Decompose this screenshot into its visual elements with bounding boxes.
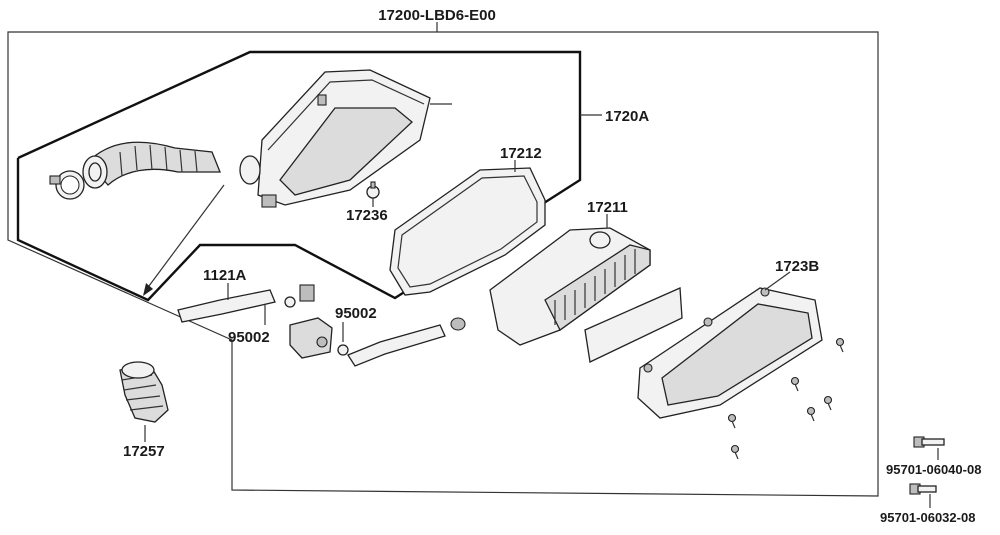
bolt-a xyxy=(913,436,945,448)
screw-icon xyxy=(790,376,800,392)
hose-clamp xyxy=(49,170,85,200)
air-cleaner-case xyxy=(239,69,452,208)
tube-arrow-line xyxy=(145,184,225,291)
cover-screws xyxy=(727,337,845,460)
assembly-frame xyxy=(7,31,879,497)
duct-label: 17257 xyxy=(123,443,165,460)
clip-right-label: 95002 xyxy=(335,305,377,322)
drain-tube xyxy=(177,289,276,323)
screw-17236-part xyxy=(366,181,380,199)
tube-label: 1121A xyxy=(203,267,247,284)
air-cleaner-cover xyxy=(637,287,823,419)
element-seal xyxy=(389,167,546,296)
assembly-number-label: 17200-LBD6-E00 xyxy=(378,7,496,24)
screw-icon xyxy=(823,395,833,411)
screw-icon xyxy=(730,444,740,460)
screw-17236-label: 17236 xyxy=(346,207,388,224)
case-subassembly-outline xyxy=(16,50,582,302)
element-label: 17211 xyxy=(587,199,628,216)
case-assy-label: 1720A xyxy=(605,108,649,125)
screw-icon xyxy=(727,413,737,429)
filter-element xyxy=(489,227,651,346)
bolt-a-label: 95701-06040-08 xyxy=(886,462,981,477)
inlet-hose xyxy=(82,141,221,189)
screw-icon xyxy=(806,406,816,422)
clip-left-label: 95002 xyxy=(228,329,270,346)
intake-duct xyxy=(119,361,169,423)
drain-chamber xyxy=(284,284,333,359)
element-pad xyxy=(584,287,683,363)
screw-icon xyxy=(835,337,845,353)
drain-plug xyxy=(450,317,466,331)
element-seal-label: 17212 xyxy=(500,145,542,162)
cover-leader xyxy=(764,271,791,291)
cover-label: 1723B xyxy=(775,258,819,275)
bolt-b xyxy=(909,483,937,495)
drain-hose-right xyxy=(347,324,446,367)
arrow-head xyxy=(143,283,153,296)
bolt-b-label: 95701-06032-08 xyxy=(880,510,975,525)
clip-right xyxy=(337,344,349,356)
